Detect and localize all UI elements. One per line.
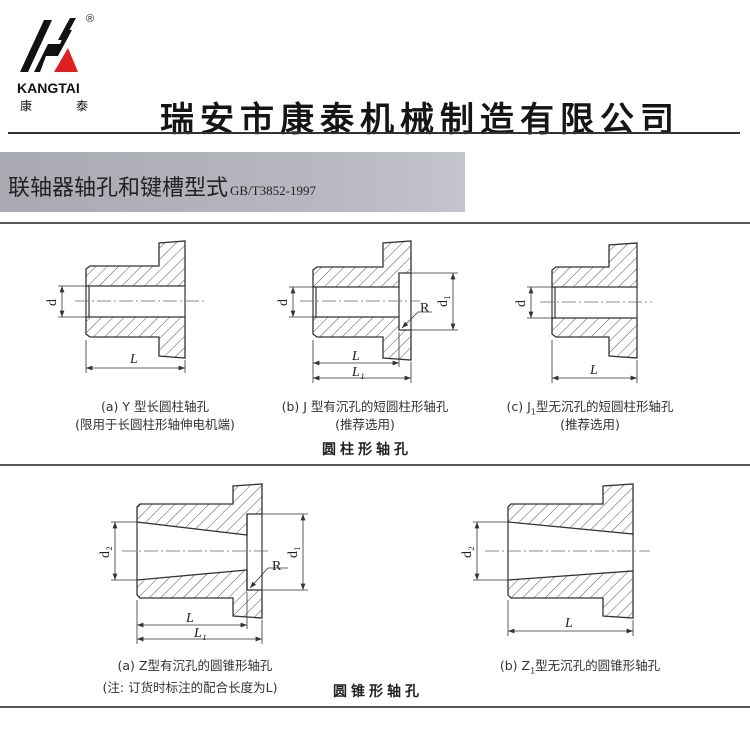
caption-pre: (b) Z xyxy=(499,658,531,673)
note-fig-c: (推荐选用) xyxy=(560,417,620,432)
fig-j-type-section xyxy=(312,240,412,361)
caption-fig-z: (a) Z型有沉孔的圆锥形轴孔 xyxy=(117,658,273,673)
label-L: L xyxy=(589,363,598,378)
fig-y-type-section xyxy=(85,240,186,359)
note-fig-b: (推荐选用) xyxy=(335,417,395,432)
logo-stripe-2 xyxy=(34,30,72,72)
caption-post: 型无沉孔的短圆柱形轴孔 xyxy=(535,399,674,414)
note-fig-a: (限用于长圆柱形轴伸电机端) xyxy=(75,417,235,432)
header-divider xyxy=(8,132,740,134)
label-R: R xyxy=(420,301,430,316)
section-cylindrical-title: 圆柱形轴孔 xyxy=(322,442,412,458)
fig-j1-type-section xyxy=(551,242,638,359)
label-d: d xyxy=(514,300,529,307)
caption-sub: 1 xyxy=(530,666,536,676)
caption-fig-a: (a) Y 型长圆柱轴孔 xyxy=(101,399,209,414)
logo-stripe-1 xyxy=(20,20,52,72)
label-d2: d₂ xyxy=(98,546,113,558)
caption-fig-c: (c) J1型无沉孔的短圆柱形轴孔 xyxy=(507,396,674,417)
label-R: R xyxy=(272,559,282,574)
label-d1: d₁ xyxy=(436,295,451,307)
fig-z1-type-section xyxy=(507,483,634,619)
label-L: L xyxy=(351,349,360,364)
logo-cn-1: 康 xyxy=(20,99,33,113)
note-fig-z: (注: 订货时标注的配合长度为L) xyxy=(102,680,278,695)
divider-middle xyxy=(0,464,750,466)
label-L1: L₁ xyxy=(351,365,365,380)
centerlines xyxy=(75,300,652,552)
caption-post: 型无沉孔的圆锥形轴孔 xyxy=(535,658,661,673)
logo-brand-cn: 康 泰 xyxy=(20,97,88,114)
title-text: 联轴器轴孔和键槽型式 xyxy=(8,176,229,201)
logo-cn-2: 泰 xyxy=(75,99,88,113)
caption-pre: (c) J xyxy=(506,399,531,414)
kangtai-logo: ® xyxy=(20,13,94,72)
label-d2: d₂ xyxy=(460,546,475,558)
label-L: L xyxy=(129,352,138,367)
caption-fig-b: (b) J 型有沉孔的短圆柱形轴孔 xyxy=(281,399,449,414)
divider-top xyxy=(0,222,750,224)
standard-code: GB/T3852-1997 xyxy=(230,183,316,198)
label-L: L xyxy=(185,611,194,626)
label-L1: L₁ xyxy=(193,626,207,641)
registered-mark: ® xyxy=(86,13,94,25)
caption-fig-z1: (b) Z1型无沉孔的圆锥形轴孔 xyxy=(500,655,660,676)
logo-brand-en: KANGTAI xyxy=(17,80,80,96)
label-L: L xyxy=(564,616,573,631)
label-d: d xyxy=(45,299,60,306)
caption-sub: 1 xyxy=(530,407,536,417)
label-d: d xyxy=(276,299,291,306)
label-d1: d₁ xyxy=(286,546,301,558)
title-bar xyxy=(0,152,465,212)
logo-stripe-3 xyxy=(58,18,76,40)
divider-bottom xyxy=(0,706,750,708)
section-conical-title: 圆锥形轴孔 xyxy=(333,684,423,700)
dimensions xyxy=(58,272,638,644)
logo-red-triangle xyxy=(54,48,78,72)
